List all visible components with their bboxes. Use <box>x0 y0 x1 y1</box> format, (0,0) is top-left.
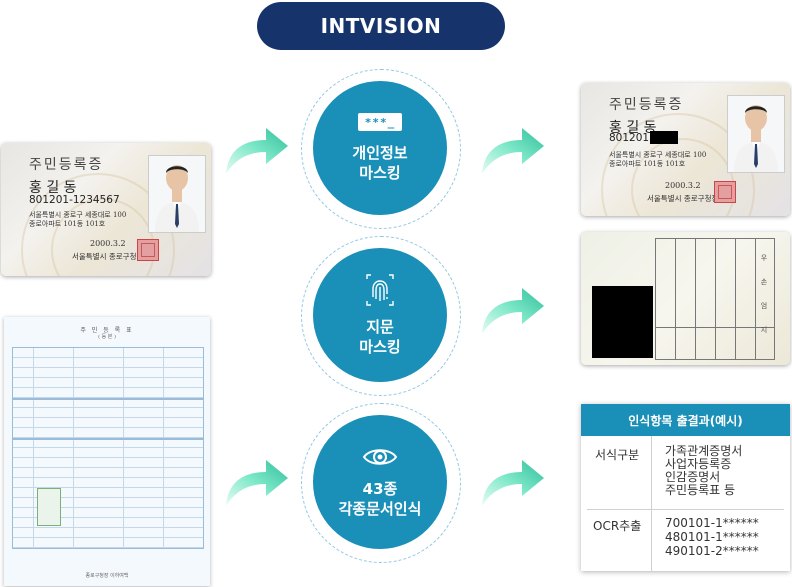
result-value: 가족관계증명서 <box>665 444 743 458</box>
result-value: 480101-1****** <box>665 530 759 544</box>
vertical-label: 우 <box>760 254 768 262</box>
card-name: 홍 길 동 <box>609 120 657 136</box>
result-value: 사업자등록증 <box>665 457 732 471</box>
id-card-back: 우 손 엄 지 <box>581 232 790 365</box>
fingerprint-icon <box>366 274 394 306</box>
card-address: 종로아파트 101동 101호 <box>29 220 106 229</box>
id-card-original: 주민등록증 홍 길 동 801201-1234567 서울특별시 종로구 세종대… <box>1 143 211 276</box>
result-value: 주민등록표 등 <box>665 483 736 497</box>
card-number-masked: 801201 <box>609 132 650 144</box>
fingerprint-grid <box>655 238 775 360</box>
step-fingerprint-masking: 지문 마스킹 <box>313 248 447 382</box>
flow-arrow-icon <box>482 128 544 174</box>
fingerprint-masking-block <box>592 286 653 358</box>
card-date: 2000.3.2 <box>90 239 126 248</box>
card-title: 주민등록증 <box>29 157 104 173</box>
step-label: 개인정보 <box>352 144 408 162</box>
step-label: 각종문서인식 <box>338 500 422 518</box>
flow-arrow-icon <box>226 128 288 174</box>
step-label: 43종 <box>362 480 398 498</box>
result-row-label: OCR추출 <box>593 519 642 533</box>
id-card-masked: 주민등록증 홍 길 동 801201 서울특별시 종로구 세종대로 100 종로… <box>581 83 790 216</box>
result-value: 700101-1****** <box>665 516 759 530</box>
card-address: 종로아파트 101동 101호 <box>609 160 686 169</box>
brand-header: INTVISION <box>257 2 505 50</box>
card-address: 서울특별시 종로구 세종대로 100 <box>29 211 127 219</box>
card-office: 서울특별시 종로구청장 <box>72 252 144 261</box>
flow-arrow-icon <box>226 460 288 506</box>
eye-icon <box>362 449 398 465</box>
result-value: 인감증명서 <box>665 470 721 484</box>
document-subtitle: ( 등 본 ) <box>98 334 116 340</box>
card-office: 서울특별시 종로구청장 <box>647 194 719 203</box>
step-ring-masking <box>301 69 461 229</box>
vertical-label: 지 <box>760 326 768 334</box>
document-seal-icon <box>37 488 61 526</box>
card-address: 서울특별시 종로구 세종대로 100 <box>609 151 707 159</box>
flow-arrow-icon <box>482 460 544 506</box>
step-personal-info-masking: ***_ 개인정보 마스킹 <box>313 81 447 215</box>
masked-password-icon: ***_ <box>358 113 402 131</box>
step-label: 마스킹 <box>359 338 401 356</box>
official-seal-icon <box>137 239 159 261</box>
document-title: 주 민 등 록 표 <box>80 327 134 334</box>
card-name: 홍 길 동 <box>29 180 77 196</box>
result-row-label: 서식구분 <box>595 448 640 462</box>
resident-registration-document: 주 민 등 록 표 ( 등 본 ) 종로구청장 이하여백 <box>4 317 210 586</box>
official-seal-icon <box>714 181 736 203</box>
vertical-label: 엄 <box>760 302 768 310</box>
card-date: 2000.3.2 <box>665 181 701 190</box>
result-table-title: 인식항목 출결과(예시) <box>581 404 790 436</box>
result-value: 490101-2****** <box>665 544 759 558</box>
step-label: 지문 <box>366 318 394 336</box>
document-table <box>12 347 204 549</box>
step-ring-document <box>301 403 461 563</box>
card-title: 주민등록증 <box>609 97 684 113</box>
portrait-photo <box>727 95 785 173</box>
card-number: 801201-1234567 <box>29 194 120 206</box>
step-document-recognition: 43종 각종문서인식 <box>313 415 447 549</box>
document-footer: 종로구청장 이하여백 <box>85 573 129 579</box>
vertical-label: 손 <box>760 278 768 286</box>
flow-arrow-icon <box>482 288 544 334</box>
result-table: 인식항목 출결과(예시) 서식구분 가족관계증명서 사업자등록증 인감증명서 주… <box>581 404 790 571</box>
portrait-photo <box>148 155 206 233</box>
step-label: 마스킹 <box>359 164 401 182</box>
step-ring-fingerprint <box>301 236 461 396</box>
masking-block <box>650 131 678 144</box>
